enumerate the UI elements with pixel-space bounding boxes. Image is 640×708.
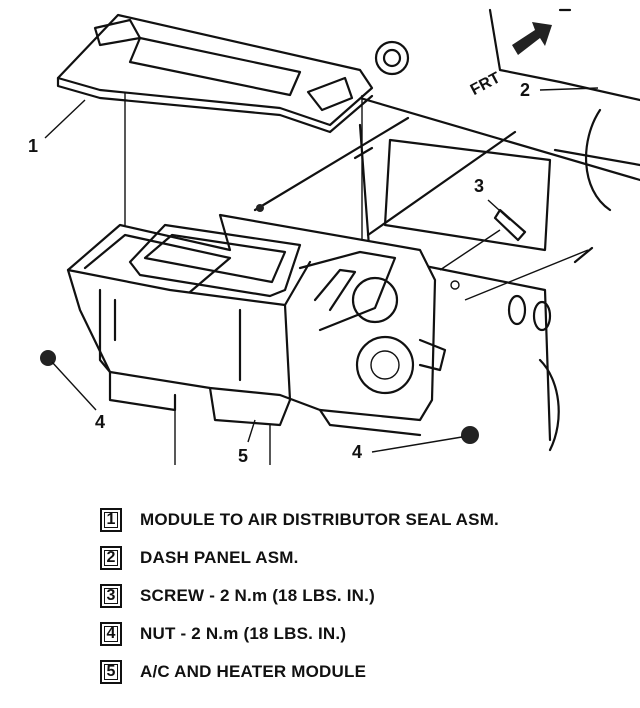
legend-item: 2 DASH PANEL ASM.: [100, 543, 620, 573]
legend-number-box: 2: [100, 546, 122, 570]
mounting-hardware: [40, 116, 594, 444]
callout-2: 2: [520, 80, 599, 100]
exploded-view-diagram: FRT: [28, 8, 640, 466]
callout-5: 5: [238, 419, 256, 466]
callout-4-right: 4: [352, 436, 463, 462]
legend-label: NUT - 2 N.m (18 LBS. IN.): [140, 624, 347, 643]
svg-text:1: 1: [28, 136, 38, 156]
svg-text:5: 5: [238, 446, 248, 466]
callout-3: 3: [474, 176, 511, 221]
legend-label: SCREW - 2 N.m (18 LBS. IN.): [140, 586, 375, 605]
svg-text:4: 4: [352, 442, 362, 462]
legend-label: A/C AND HEATER MODULE: [140, 662, 367, 681]
legend-label: DASH PANEL ASM.: [140, 548, 299, 567]
ac-heater-module: [66, 213, 447, 465]
legend-item: 1 MODULE TO AIR DISTRIBUTOR SEAL ASM.: [100, 505, 620, 535]
svg-text:2: 2: [520, 80, 530, 100]
front-direction-label: FRT: [468, 69, 504, 99]
svg-text:4: 4: [95, 412, 105, 432]
legend-number-box: 3: [100, 584, 122, 608]
parts-legend: 1 MODULE TO AIR DISTRIBUTOR SEAL ASM. 2 …: [100, 505, 620, 695]
callout-4-left: 4: [51, 361, 105, 432]
svg-text:3: 3: [474, 176, 484, 196]
callout-1: 1: [28, 99, 86, 156]
legend-number-box: 1: [100, 508, 122, 532]
front-direction-arrow: FRT: [468, 22, 552, 99]
legend-label: MODULE TO AIR DISTRIBUTOR SEAL ASM.: [140, 510, 499, 529]
legend-number-box: 4: [100, 622, 122, 646]
legend-number-box: 5: [100, 660, 122, 684]
legend-item: 5 A/C AND HEATER MODULE: [100, 657, 620, 687]
legend-item: 3 SCREW - 2 N.m (18 LBS. IN.): [100, 581, 620, 611]
legend-item: 4 NUT - 2 N.m (18 LBS. IN.): [100, 619, 620, 649]
